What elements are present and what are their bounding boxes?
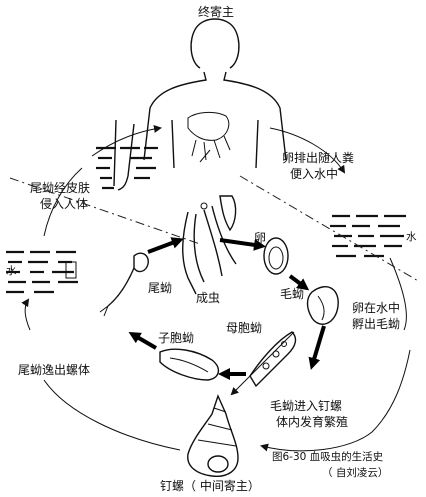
label-cercaria-penetrates-1: 尾蚴经皮肤 <box>30 180 90 195</box>
mother-sporocyst-icon <box>249 331 297 388</box>
label-enters-snail-1: 毛蚴进入钉螺 <box>270 399 342 413</box>
label-mother-sporocyst: 母胞蚴 <box>226 321 262 335</box>
figure-caption: 图6-30 血吸虫的生活史 <box>272 450 384 463</box>
label-miracidium: 毛蚴 <box>280 287 304 301</box>
arrow-miracidium-to-mother <box>308 325 326 370</box>
miracidium-icon <box>306 286 339 325</box>
cercaria-icon <box>99 252 149 317</box>
cycle-ring <box>21 124 411 452</box>
label-hatch-1: 卵在水中 <box>352 300 400 315</box>
boundary-line-left <box>9 177 201 245</box>
label-eggs-with-feces-2: 便入水中 <box>290 166 338 181</box>
adult-worm-icon <box>182 195 237 295</box>
label-snail-host: 钉螺（ 中间寄主） <box>160 478 260 493</box>
arrow-cercaria-to-adult <box>147 237 184 254</box>
label-cercaria: 尾蚴 <box>148 281 172 295</box>
daughter-sporocyst-icon <box>159 348 219 381</box>
label-definitive-host: 终寄主 <box>198 4 234 19</box>
arrow-egg-to-miracidium <box>288 274 310 291</box>
liver-icon <box>187 111 230 141</box>
snail-icon <box>187 394 239 477</box>
arrow-daughter-to-cercaria <box>128 331 158 350</box>
label-cercaria-leaves-snail: 尾蚴逸出螺体 <box>18 363 90 377</box>
label-egg: 卵 <box>254 231 266 245</box>
water-block-right <box>330 214 406 258</box>
arrow-adult-to-egg <box>219 238 266 251</box>
label-enters-snail-2: 体内发育繁殖 <box>276 414 348 429</box>
figure-credit: （ 自刘凌云） <box>322 466 388 479</box>
label-adult: 成虫 <box>196 291 220 305</box>
label-hatch-2: 孵出毛蚴 <box>352 317 400 331</box>
water-mark-left: 水 <box>6 265 17 277</box>
water-mark-right: 水 <box>406 231 417 243</box>
boundary-line-right <box>239 175 421 283</box>
water-block-left <box>6 250 78 294</box>
leg-in-water <box>96 119 158 191</box>
label-eggs-with-feces-1: 卵排出随人粪 <box>282 150 354 165</box>
label-cercaria-penetrates-2: 侵入人体 <box>40 196 88 211</box>
egg-icon <box>263 237 289 275</box>
label-daughter-sporocyst: 子胞蚴 <box>158 331 194 345</box>
arrow-to-snail <box>230 331 295 396</box>
human-figure <box>143 18 287 169</box>
